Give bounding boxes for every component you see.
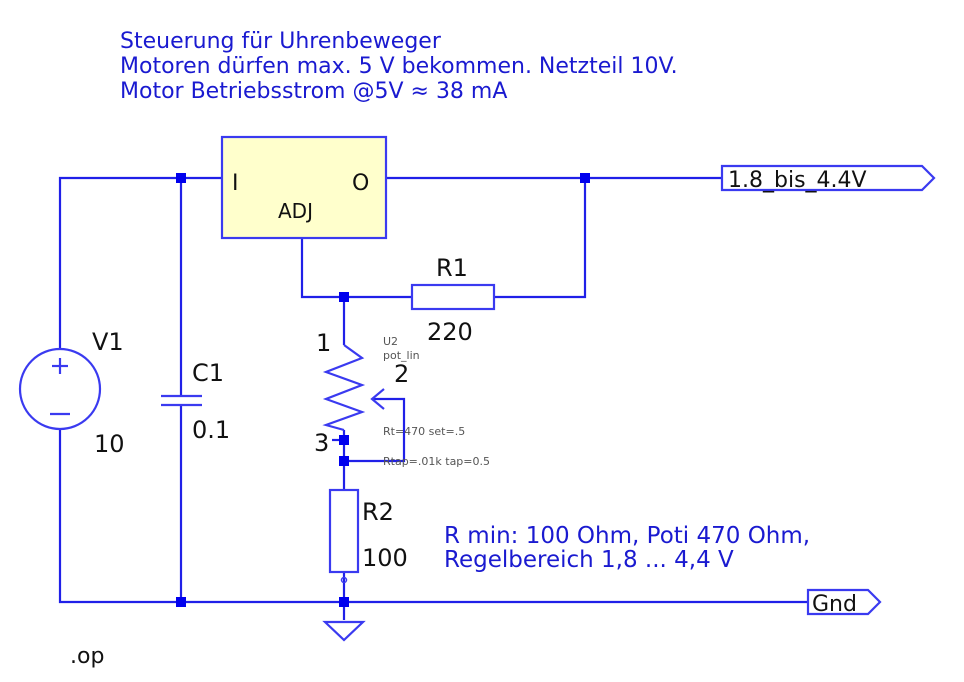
wiper-arrow-icon (370, 388, 385, 410)
range-line-1: R min: 100 Ohm, Poti 470 Ohm, (444, 523, 810, 549)
regulator-body[interactable] (220, 135, 388, 240)
pot-pin1-label: 1 (316, 329, 331, 357)
net-label-output-text: 1.8_bis_4.4V (728, 168, 867, 193)
junction-dot (339, 597, 349, 607)
net-label-ground[interactable]: Gnd (806, 588, 882, 617)
wires (58, 176, 808, 620)
pot-name: U2 (383, 335, 398, 348)
pot-pin3-label: 3 (314, 429, 329, 457)
voltage-source-circle[interactable] (18, 347, 102, 431)
wire-ground-bus[interactable] (58, 429, 808, 604)
header-line-2: Motoren dürfen max. 5 V bekommen. Netzte… (120, 54, 678, 79)
junction-dot (339, 456, 349, 466)
wire-adj[interactable] (300, 238, 412, 299)
ground-icon (322, 620, 366, 642)
resistor-r1[interactable]: R1 220 (410, 254, 496, 346)
net-label-output-flag[interactable] (720, 164, 936, 192)
wire-vin-top[interactable] (58, 176, 222, 349)
resistor-r2[interactable]: R2 100 (328, 488, 408, 584)
r1-name: R1 (436, 254, 468, 282)
potentiometer-u2[interactable]: 1 2 3 U2 pot_lin Rt=470 set=.5 Rtap=.01k… (314, 329, 490, 468)
regulator-pin-adj: ADJ (278, 199, 313, 223)
potentiometer-zigzag[interactable] (322, 344, 366, 432)
regulator-pin-out: O (352, 171, 369, 196)
range-line-2: Regelbereich 1,8 ... 4,4 V (444, 547, 734, 573)
header-line-3: Motor Betriebsstrom @5V ≈ 38 mA (120, 79, 507, 104)
r2-value: 100 (362, 544, 408, 572)
wire-pot-tap[interactable] (344, 397, 406, 463)
r1-value: 220 (427, 318, 473, 346)
junctions (176, 173, 590, 607)
pot-model: pot_lin (383, 349, 420, 362)
c1-name: C1 (192, 359, 224, 387)
pot-param-rtap: Rtap=.01k tap=0.5 (383, 455, 490, 468)
header-note: Steuerung für Uhrenbeweger Motoren dürfe… (120, 29, 678, 104)
junction-dot (339, 435, 349, 445)
net-label-output[interactable]: 1.8_bis_4.4V (720, 164, 936, 193)
pot-param-rt: Rt=470 set=.5 (383, 425, 465, 438)
spice-directive[interactable]: .op (70, 644, 104, 669)
r2-name: R2 (362, 498, 394, 526)
range-note: R min: 100 Ohm, Poti 470 Ohm, Regelberei… (444, 523, 810, 573)
voltage-regulator[interactable]: I O ADJ (220, 135, 388, 240)
header-line-1: Steuerung für Uhrenbeweger (120, 29, 442, 54)
junction-dot (339, 292, 349, 302)
v1-value: 10 (94, 430, 125, 458)
voltage-source-v1[interactable]: V1 10 (18, 328, 125, 458)
resistor-r2-body[interactable] (328, 488, 360, 574)
wire-r1-right[interactable] (494, 178, 587, 299)
resistor-r1-body[interactable] (410, 283, 496, 311)
pot-pin2-label: 2 (394, 360, 409, 388)
junction-dot (176, 597, 186, 607)
regulator-pin-in: I (232, 171, 239, 196)
pin-marker (340, 576, 348, 584)
net-label-ground-text: Gnd (812, 592, 857, 617)
junction-dot (176, 173, 186, 183)
junction-dot (580, 173, 590, 183)
v1-name: V1 (92, 328, 124, 356)
net-label-ground-flag[interactable] (806, 588, 882, 616)
c1-value: 0.1 (192, 416, 230, 444)
capacitor-c1[interactable]: C1 0.1 (161, 359, 230, 444)
